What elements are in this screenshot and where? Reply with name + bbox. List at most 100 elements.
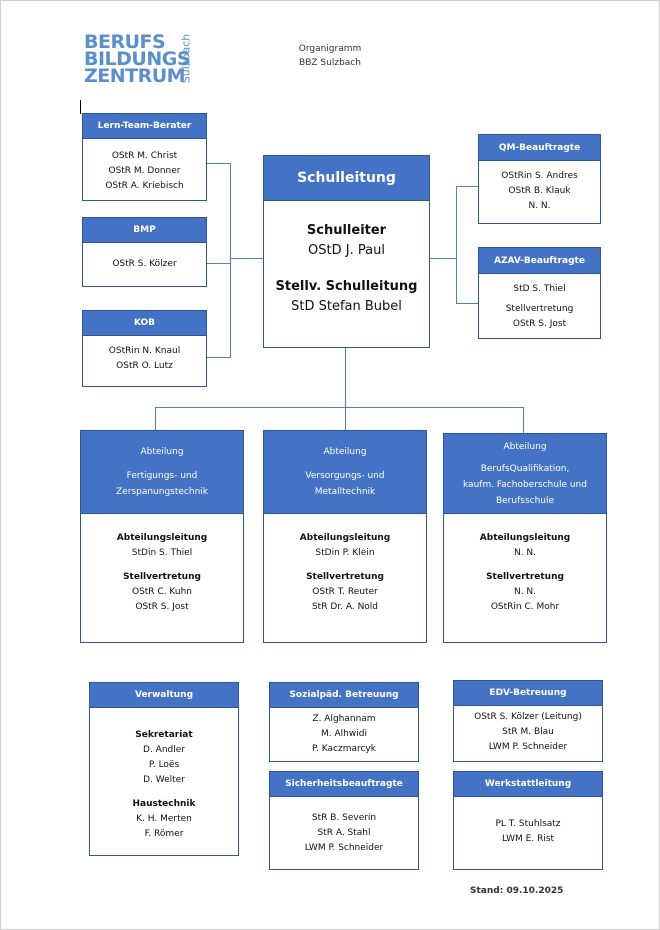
box-schulleitung: Schulleitung Schulleiter OStD J. Paul St… [263,155,430,348]
box-body: Z. Alghannam M. Alhwidi P. Kaczmarcyk [270,708,418,757]
box-sicherheitsbeauftragte: Sicherheitsbeauftragte StR B. Severin St… [269,771,419,870]
member: OStR S. Kölzer (Leitung) [474,712,582,722]
abteilung-label: Abteilung [140,447,184,457]
member: M. Alhwidi [321,729,367,739]
connector [456,186,478,187]
stellv-name: OStR T. Reuter [312,587,378,597]
connector [345,407,346,430]
abteilung-name-line: Metalltechnik [314,487,376,497]
connector [155,407,156,430]
box-header: Abteilung Fertigungs- und Zerspanungstec… [81,431,243,514]
lead-label: Abteilungsleitung [299,533,391,543]
box-abteilung-berufsqualifikation: Abteilung BerufsQualifikation, kaufm. Fa… [443,433,607,643]
member: D. Welter [143,775,185,785]
box-qm-beauftragte: QM-Beauftragte OStRin S. Andres OStR B. … [478,134,601,224]
connector [230,163,231,358]
box-body: StD S. Thiel Stellvertretung OStR S. Jos… [479,274,600,332]
box-body: OStR S. Kölzer (Leitung) StR M. Blau LWM… [454,706,602,755]
abteilung-name-line: Berufsschule [495,495,555,506]
abteilung-name-line: BerufsQualifikation, [480,463,570,474]
connector [523,407,524,433]
member: StD S. Thiel [513,284,566,294]
stand-date: Stand: 09.10.2025 [470,886,564,896]
box-header: BMP [83,218,206,243]
member: OStRin N. Knaul [108,346,181,356]
stellv-name: OStRin C. Mohr [490,602,560,612]
member: K. H. Merten [136,814,192,824]
connector [207,357,231,358]
sekretariat-label: Sekretariat [135,730,193,740]
stellv-name: N. N. [513,587,537,597]
abteilung-name-line: kaufm. Fachoberschule und [463,479,587,490]
stellv-name: StD Stefan Bubel [291,299,402,314]
connector [230,258,264,259]
stellv-label: Stellv. Schulleitung [275,279,418,294]
member: OStR B. Klauk [508,186,571,196]
box-header: Lern-Team-Berater [83,114,206,139]
stellv-name: OStR C. Kuhn [131,587,192,597]
member: P. Kaczmarcyk [312,744,376,754]
box-body: OStRin S. Andres OStR B. Klauk N. N. [479,161,600,214]
member: LWM P. Schneider [304,843,384,853]
box-body: OStR S. Kölzer [83,243,206,272]
member: F. Römer [144,829,184,839]
stellv-name: OStR S. Jost [135,602,189,612]
member: OStR M. Donner [108,166,181,176]
member: OStR S. Jost [512,319,567,329]
member: LWM E. Rist [501,834,555,844]
connector [430,258,457,259]
box-header: QM-Beauftragte [479,135,600,161]
member: StR B. Severin [311,813,377,823]
logo-city: Sulzbach [178,32,193,88]
abteilung-name-line: Versorgungs- und [305,471,385,481]
member: OStR A. Kriebisch [105,181,184,191]
document-title: Organigramm BBZ Sulzbach [270,42,390,70]
abteilung-label: Abteilung [323,447,367,457]
member: OStR S. Kölzer [112,259,177,269]
box-body: Abteilungsleitung N. N. Stellvertretung … [444,514,606,615]
box-header: Werkstattleitung [454,772,602,797]
member: OStR O. Lutz [116,361,173,371]
stellv-label: Stellvertretung [486,572,564,582]
box-header: Schulleitung [264,156,429,201]
bbz-logo: BERUFS BILDUNGS ZENTRUM Sulzbach [84,32,196,90]
box-header: AZAV-Beauftragte [479,248,600,274]
haustechnik-label: Haustechnik [132,799,196,809]
logo-line-3: ZENTRUM [84,65,186,87]
box-sozialpaed-betreuung: Sozialpäd. Betreuung Z. Alghannam M. Alh… [269,682,419,762]
box-bmp: BMP OStR S. Kölzer [82,217,207,287]
box-header: Sicherheitsbeauftragte [270,772,418,797]
box-body: Abteilungsleitung StDin P. Klein Stellve… [264,514,426,615]
stellv-name: StR Dr. A. Nold [311,602,379,612]
box-kob: KOB OStRin N. Knaul OStR O. Lutz [82,310,207,387]
box-body: OStRin N. Knaul OStR O. Lutz [83,336,206,374]
box-azav-beauftragte: AZAV-Beauftragte StD S. Thiel Stellvertr… [478,247,601,339]
abteilung-name-line: Fertigungs- und [126,471,198,481]
member: N. N. [528,201,551,211]
connector [207,263,231,264]
abteilung-label: Abteilung [503,441,547,452]
member: StR M. Blau [502,727,554,737]
box-body: Schulleiter OStD J. Paul Stellv. Schulle… [264,201,429,317]
connector [155,407,524,408]
lead-name: StDin S. Thiel [131,548,193,558]
lead-label: Abteilungsleitung [479,533,571,543]
box-header: Sozialpäd. Betreuung [270,683,418,708]
box-abteilung-versorgung: Abteilung Versorgungs- und Metalltechnik… [263,430,427,643]
stellv-label: Stellvertretung [123,572,201,582]
member: OStRin S. Andres [501,171,578,181]
lead-label: Abteilungsleitung [116,533,208,543]
box-body: PL T. Stuhlsatz LWM E. Rist [454,797,602,847]
schulleiter-label: Schulleiter [306,223,387,238]
schulleiter-name: OStD J. Paul [308,243,385,258]
stellv-label: Stellvertretung [306,572,384,582]
logo-city-text: Sulzbach [179,33,193,84]
abteilung-name-line: Zerspanungstechnik [116,487,208,497]
box-verwaltung: Verwaltung Sekretariat D. Andler P. Loës… [89,682,239,856]
box-header: EDV-Betreuung [454,681,602,706]
box-werkstattleitung: Werkstattleitung PL T. Stuhlsatz LWM E. … [453,771,603,870]
box-header: Verwaltung [90,683,238,708]
box-edv-betreuung: EDV-Betreuung OStR S. Kölzer (Leitung) S… [453,680,603,762]
box-header: KOB [83,311,206,336]
member: PL T. Stuhlsatz [495,819,561,829]
